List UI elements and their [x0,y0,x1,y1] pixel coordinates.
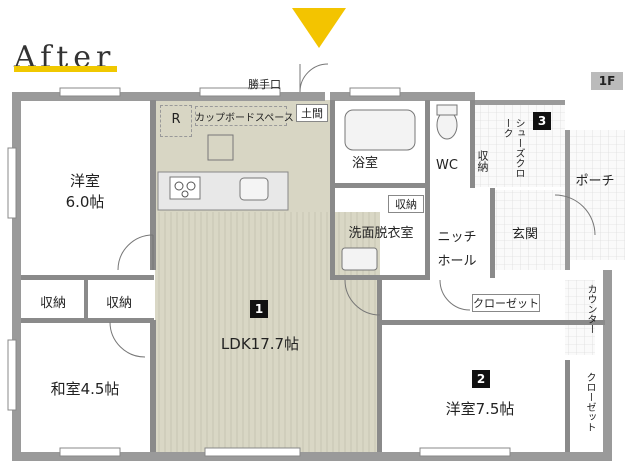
wall-top-bath [330,92,475,101]
washroom-label: 洗面脱衣室 [348,226,414,241]
ldk-label: LDK17.7帖 [220,335,300,353]
window-bottom-1 [59,447,121,457]
table [207,134,234,161]
wc-storage-label: 収納 [476,150,489,172]
doma-label: 土間 [296,104,328,122]
wall-washroom-bottom [335,275,425,280]
wall-bottom [12,452,612,461]
counter-tile [565,280,595,355]
window-top-3 [349,87,401,97]
cupboard-space [195,106,287,126]
genkan-label: 玄関 [511,227,538,242]
wall-storage-bottom [21,318,154,323]
window-top-1 [59,87,121,97]
wall-western1-right [150,100,156,270]
window-top-2 [199,87,281,97]
wall-western2-top [380,320,605,325]
bathtub [344,109,416,151]
floor-badge: 1F [591,72,623,90]
closet2-label: クローゼット [584,372,595,432]
stove [169,176,201,200]
window-bottom-2 [204,447,301,457]
niche-label: ニッチ [437,230,477,245]
wc-label: WC [436,158,458,173]
washbasin [341,247,378,271]
wall-porch [565,130,570,270]
shoe-cloak-number: 3 [533,112,551,130]
cupboard-label: カップボードスペース [195,113,294,124]
wall-hall-right [490,188,495,278]
genkan-tile [495,190,565,270]
wall-wc-left [425,100,430,280]
washroom-storage-label: 収納 [388,195,424,213]
western2-number: 2 [472,370,490,388]
japanese-room-label: 和室4.5帖 [50,380,120,398]
door-arc-service [299,63,329,93]
wall-storage-top [21,275,154,280]
window-bottom-3 [419,447,511,457]
refrigerator-space [160,105,192,137]
storage-b-label: 収納 [105,296,132,311]
wall-ldk-right [330,100,335,280]
wall-wc-right [470,100,475,188]
refrigerator-label: R [171,112,181,127]
counter-label: カウンター [585,284,596,334]
porch-tile [565,130,625,260]
wall-closet2-left [565,360,570,452]
sink [239,177,269,201]
wall-right [603,270,612,460]
service-door-label: 勝手口 [248,78,281,91]
porch-label: ポーチ [575,174,615,189]
bath-label: 浴室 [351,156,378,171]
wall-western2-left [377,280,382,452]
western1-name: 洋室 [69,172,100,190]
entrance-arrow-icon [292,8,346,48]
western2-label: 洋室7.5帖 [445,400,515,418]
shoe-cloak-label: シューズクローク [501,118,524,178]
window-left-1 [7,147,17,219]
wall-storage-mid [84,280,88,320]
wall-japanese-right [150,320,156,452]
window-left-2 [7,339,17,411]
wall-bath-bottom [335,183,425,188]
storage-a-label: 収納 [39,296,66,311]
hall-label: ホール [437,254,477,269]
wall-top-entry [475,100,565,105]
title-underline [14,66,117,72]
western1-size: 6.0帖 [65,193,105,211]
wall-left [12,92,21,460]
ldk-number: 1 [250,300,268,318]
closet1-label: クローゼット [472,294,540,312]
